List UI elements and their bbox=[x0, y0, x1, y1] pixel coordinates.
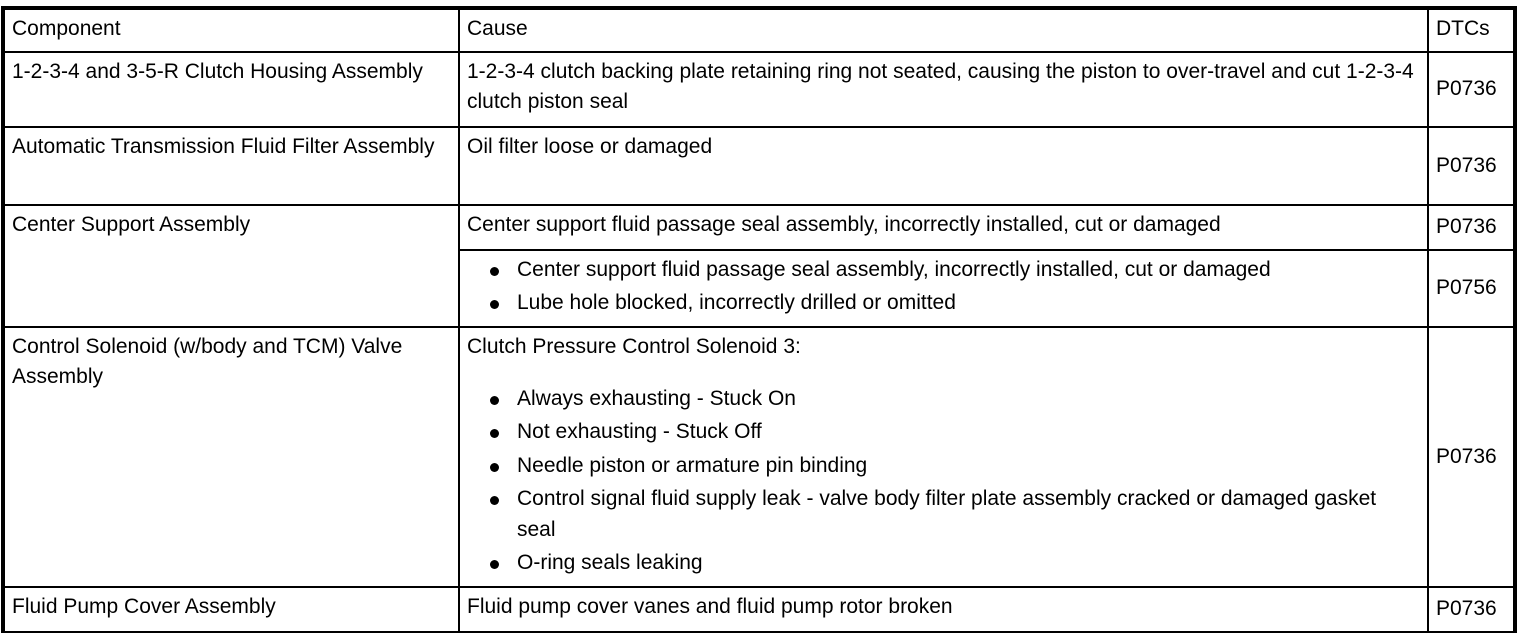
cause-bullet-list: Always exhausting - Stuck On Not exhausti… bbox=[467, 384, 1420, 579]
cell-cause: Clutch Pressure Control Solenoid 3: Alwa… bbox=[458, 326, 1429, 588]
cause-bullet-item: Center support fluid passage seal assemb… bbox=[467, 255, 1420, 285]
bullet-icon bbox=[490, 462, 499, 472]
cell-component: Fluid Pump Cover Assembly bbox=[3, 586, 460, 633]
bullet-icon bbox=[490, 496, 499, 506]
cause-bullet-text: O-ring seals leaking bbox=[517, 551, 703, 574]
table-header: Component Cause DTCs bbox=[3, 8, 1515, 53]
cause-text: Clutch Pressure Control Solenoid 3: bbox=[467, 335, 801, 358]
cause-bullet-text: Lube hole blocked, incorrectly drilled o… bbox=[517, 291, 956, 315]
cell-dtcs: P0736 bbox=[1427, 51, 1515, 128]
cell-cause: Oil filter loose or damaged bbox=[458, 126, 1429, 206]
cause-bullet-text: Needle piston or armature pin binding bbox=[517, 453, 868, 477]
dtc-diagnostic-table: Component Cause DTCs 1-2-3-4 and 3-5-R C… bbox=[1, 6, 1517, 633]
cause-bullet-item: Control signal fluid supply leak - valve… bbox=[467, 484, 1420, 545]
table-body: 1-2-3-4 and 3-5-R Clutch Housing Assembl… bbox=[3, 51, 1515, 633]
cell-cause: 1-2-3-4 clutch backing plate retaining r… bbox=[458, 51, 1429, 128]
column-header-component: Component bbox=[3, 8, 460, 53]
cell-cause: Center support fluid passage seal assemb… bbox=[458, 204, 1429, 251]
cell-dtcs: P0736 bbox=[1427, 586, 1515, 633]
cell-cause: Center support fluid passage seal assemb… bbox=[458, 249, 1429, 328]
cause-text: 1-2-3-4 clutch backing plate retaining r… bbox=[467, 60, 1414, 113]
table-row: Control Solenoid (w/body and TCM) Valve … bbox=[3, 326, 1515, 588]
cell-component: 1-2-3-4 and 3-5-R Clutch Housing Assembl… bbox=[3, 51, 460, 128]
bullet-icon bbox=[490, 429, 499, 439]
column-header-cause: Cause bbox=[458, 8, 1429, 53]
cause-bullet-text: Center support fluid passage seal assemb… bbox=[517, 258, 1271, 281]
cause-bullet-list: Center support fluid passage seal assemb… bbox=[467, 255, 1420, 319]
cell-dtcs: P0736 bbox=[1427, 204, 1515, 251]
bullet-icon bbox=[490, 560, 499, 569]
cause-text: Oil filter loose or damaged bbox=[467, 135, 713, 158]
cause-bullet-item: Not exhausting - Stuck Off bbox=[467, 417, 1420, 447]
bullet-icon bbox=[490, 395, 499, 405]
cell-component: Automatic Transmission Fluid Filter Asse… bbox=[3, 126, 460, 206]
cause-text: Center support fluid passage seal assemb… bbox=[467, 213, 1221, 236]
table-row: Center Support Assembly Center support f… bbox=[3, 204, 1515, 328]
cell-dtcs: P0736 bbox=[1427, 126, 1515, 206]
table-row: Center support fluid passage seal assemb… bbox=[4, 249, 1515, 328]
cause-bullet-item: Always exhausting - Stuck On bbox=[467, 384, 1420, 414]
table-header-row: Component Cause DTCs bbox=[3, 8, 1515, 53]
table-row: 1-2-3-4 and 3-5-R Clutch Housing Assembl… bbox=[3, 51, 1515, 128]
cause-bullet-text: Always exhausting - Stuck On bbox=[517, 386, 796, 410]
page-canvas: Component Cause DTCs 1-2-3-4 and 3-5-R C… bbox=[1, 6, 1517, 633]
bullet-icon bbox=[490, 267, 499, 276]
cell-dtcs: P0756 bbox=[1427, 249, 1515, 328]
table-row: Fluid Pump Cover Assembly Fluid pump cov… bbox=[3, 586, 1515, 633]
cell-component: Center Support Assembly bbox=[3, 204, 460, 328]
cause-bullet-item: Lube hole blocked, incorrectly drilled o… bbox=[467, 288, 1420, 318]
table-row: Automatic Transmission Fluid Filter Asse… bbox=[3, 126, 1515, 206]
cause-bullet-text: Not exhausting - Stuck Off bbox=[517, 420, 762, 444]
cell-component: Control Solenoid (w/body and TCM) Valve … bbox=[3, 326, 460, 588]
cause-bullet-item: O-ring seals leaking bbox=[467, 548, 1420, 578]
cell-cause: Fluid pump cover vanes and fluid pump ro… bbox=[458, 586, 1429, 633]
cause-text: Fluid pump cover vanes and fluid pump ro… bbox=[467, 595, 953, 618]
cause-bullet-text: Control signal fluid supply leak - valve… bbox=[517, 487, 1377, 541]
cell-dtcs: P0736 bbox=[1427, 326, 1515, 588]
cause-bullet-item: Needle piston or armature pin binding bbox=[467, 451, 1420, 481]
bullet-icon bbox=[490, 300, 499, 310]
column-header-dtcs: DTCs bbox=[1427, 8, 1515, 53]
